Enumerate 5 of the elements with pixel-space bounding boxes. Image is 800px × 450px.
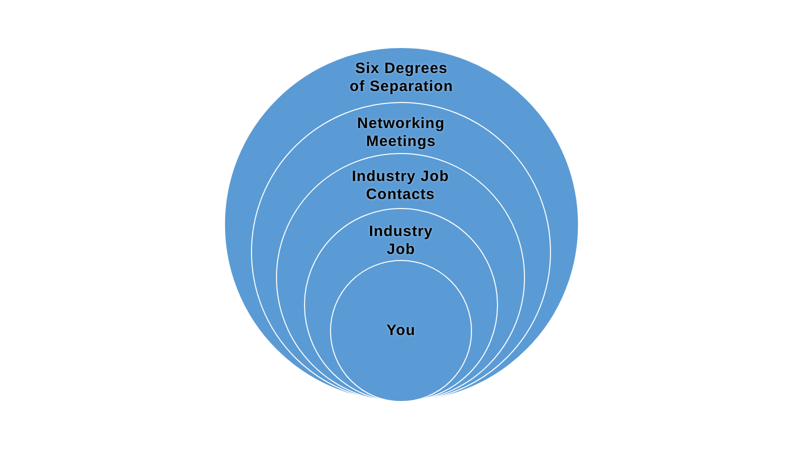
circle-label: Industry Job xyxy=(368,223,434,259)
circle-label: Networking Meetings xyxy=(356,115,446,151)
circle-label: Six Degrees of Separation xyxy=(348,60,454,96)
circle-label: You xyxy=(385,322,417,340)
circle-label: Industry Job Contacts xyxy=(350,168,450,204)
